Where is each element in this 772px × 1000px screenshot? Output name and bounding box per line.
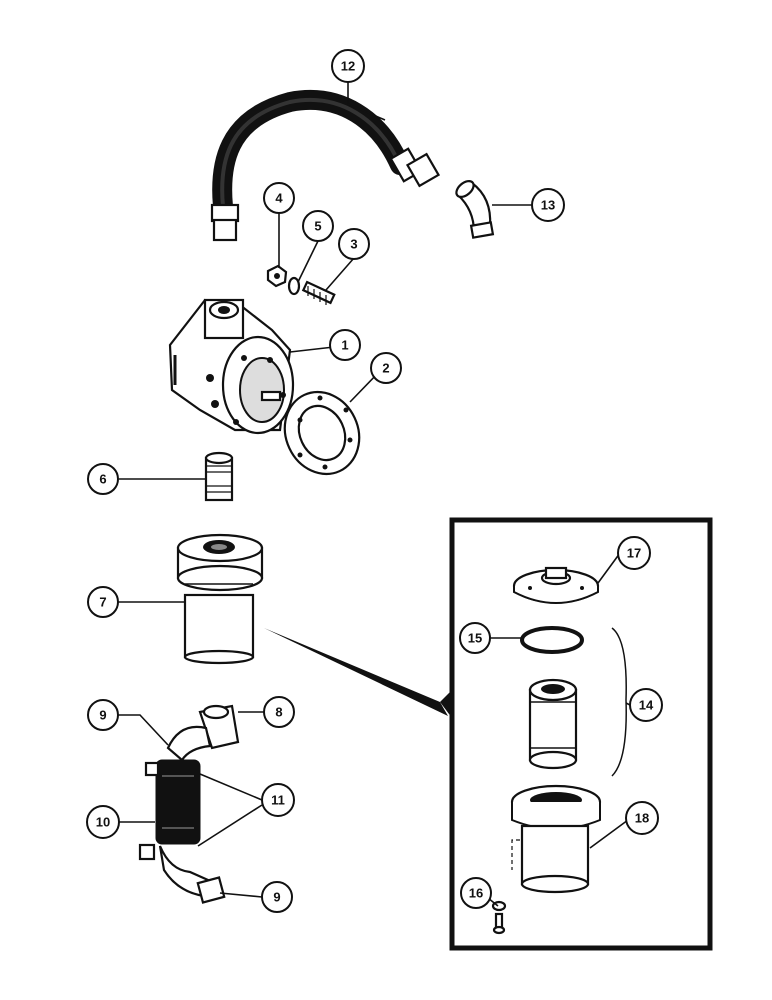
svg-text:6: 6 bbox=[99, 472, 106, 487]
callout-16: 16 bbox=[460, 877, 492, 909]
callout-1: 1 bbox=[329, 329, 361, 361]
pump-part-1 bbox=[168, 298, 295, 435]
svg-text:7: 7 bbox=[99, 595, 106, 610]
gasket-part-2 bbox=[283, 390, 361, 476]
svg-text:12: 12 bbox=[341, 59, 355, 74]
svg-text:2: 2 bbox=[382, 361, 389, 376]
callout-8: 8 bbox=[263, 696, 295, 728]
inset-panel bbox=[264, 517, 713, 951]
svg-text:10: 10 bbox=[96, 815, 110, 830]
svg-text:14: 14 bbox=[639, 698, 654, 713]
svg-text:9: 9 bbox=[273, 890, 280, 905]
svg-text:11: 11 bbox=[271, 793, 285, 808]
callout-18: 18 bbox=[625, 801, 659, 835]
o-ring-part-15 bbox=[520, 626, 584, 654]
hose-part-12 bbox=[210, 90, 441, 242]
svg-text:9: 9 bbox=[99, 708, 106, 723]
svg-text:5: 5 bbox=[314, 219, 321, 234]
svg-text:4: 4 bbox=[275, 191, 283, 206]
svg-text:15: 15 bbox=[468, 631, 482, 646]
callout-13: 13 bbox=[531, 188, 565, 222]
elbow-part-13 bbox=[455, 179, 495, 239]
callout-9-lower: 9 bbox=[261, 881, 293, 913]
svg-text:17: 17 bbox=[627, 546, 641, 561]
filter-part-7 bbox=[176, 533, 264, 665]
callout-14: 14 bbox=[629, 688, 663, 722]
callout-2: 2 bbox=[370, 352, 402, 384]
svg-text:18: 18 bbox=[635, 811, 649, 826]
leader-lines bbox=[117, 82, 631, 907]
svg-text:13: 13 bbox=[541, 198, 555, 213]
nipple-part-6 bbox=[204, 451, 234, 502]
callout-5: 5 bbox=[302, 210, 334, 242]
callout-17: 17 bbox=[617, 536, 651, 570]
line-assembly-part-8-11 bbox=[138, 704, 240, 904]
housing-part-18 bbox=[510, 784, 602, 894]
stud-part-3 bbox=[301, 280, 336, 305]
svg-text:3: 3 bbox=[350, 237, 357, 252]
callout-11: 11 bbox=[261, 783, 295, 817]
svg-text:16: 16 bbox=[469, 886, 483, 901]
callout-3: 3 bbox=[338, 228, 370, 260]
callout-4: 4 bbox=[263, 182, 295, 214]
screw-part-16 bbox=[491, 900, 507, 935]
svg-text:8: 8 bbox=[275, 705, 282, 720]
callout-12: 12 bbox=[331, 49, 365, 83]
svg-text:1: 1 bbox=[341, 338, 348, 353]
washer-part-5 bbox=[287, 276, 301, 296]
cover-part-17 bbox=[512, 566, 600, 604]
callout-9-upper: 9 bbox=[87, 699, 119, 731]
callout-10: 10 bbox=[86, 805, 120, 839]
element-part-14 bbox=[528, 627, 627, 777]
nut-part-4 bbox=[266, 264, 288, 288]
callout-15: 15 bbox=[459, 622, 491, 654]
callout-7: 7 bbox=[87, 586, 119, 618]
callout-6: 6 bbox=[87, 463, 119, 495]
